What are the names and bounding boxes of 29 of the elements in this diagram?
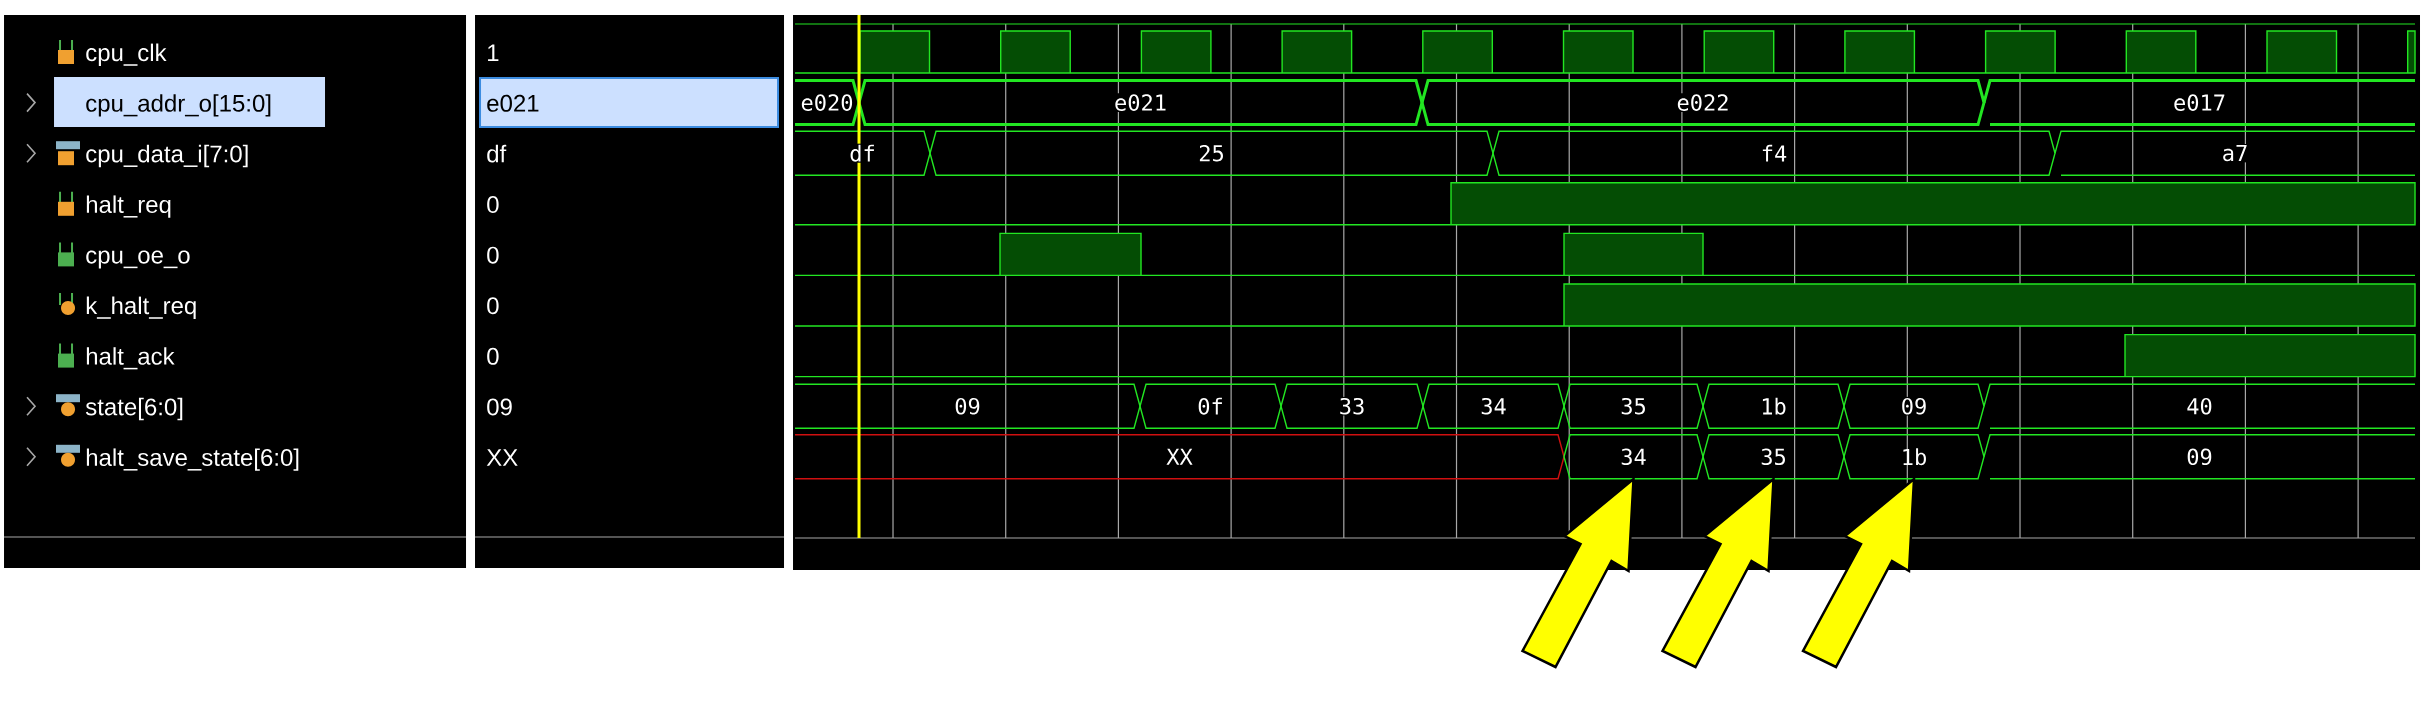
signal-name: state[6:0] (85, 397, 183, 421)
signal-name: halt_ack (86, 347, 175, 370)
signal-value: df (487, 144, 507, 163)
bus-value: df (848, 143, 877, 163)
bus-value: 0f (1196, 396, 1225, 416)
bus-value: e017 (2172, 93, 2227, 112)
signal-name: cpu_clk (86, 43, 167, 66)
bus-value: 35 (1761, 448, 1785, 466)
signal-name: cpu_addr_o[15:0] (54, 77, 325, 127)
signal-value: 1 (488, 44, 499, 61)
signal-value: 09 (487, 398, 512, 416)
signal-name: k_halt_req (86, 296, 196, 319)
bus-value: a7 (2220, 144, 2250, 163)
signal-value: 0 (487, 347, 499, 365)
signal-value: 0 (487, 196, 499, 214)
signal-name: halt_req (86, 195, 171, 218)
value-field: e021 (479, 77, 779, 128)
signal-name: cpu_data_i[7:0] (86, 144, 248, 168)
bus-value: e022 (1675, 93, 1731, 112)
signal-value: XX (486, 449, 518, 466)
bus-value: 1b (1759, 396, 1788, 416)
bus-value: 34 (1621, 448, 1646, 466)
bus-value: 09 (2185, 447, 2214, 467)
signal-value: 0 (487, 297, 499, 315)
signal-value: 0 (487, 246, 499, 264)
signal-name: cpu_oe_o (86, 250, 190, 269)
signal-name: halt_save_state[6:0] (86, 448, 299, 471)
bus-value: e020 (799, 93, 855, 112)
bus-value: e021 (1113, 93, 1168, 112)
